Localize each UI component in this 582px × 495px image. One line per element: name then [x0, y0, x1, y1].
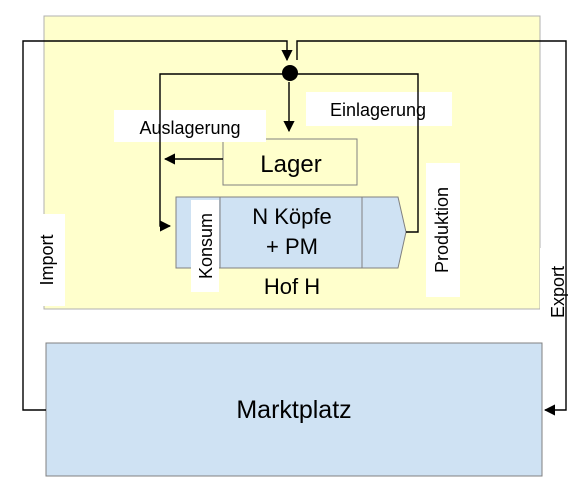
produktion-flow-line	[297, 73, 419, 233]
produktion-label-bg	[426, 163, 460, 297]
auslagerung-label: Auslagerung	[139, 118, 240, 138]
marktplatz-label: Marktplatz	[236, 396, 351, 424]
export-label-bg	[540, 248, 574, 336]
einlagerung-label: Einlagerung	[330, 100, 426, 120]
produktion-label: Produktion	[432, 187, 452, 273]
household-inner-box	[219, 196, 363, 269]
n-koepfe-label: N Köpfe	[252, 204, 332, 229]
import-label-bg	[29, 214, 65, 306]
export-label: Export	[548, 266, 568, 318]
export-flow-line	[296, 40, 567, 416]
lager-label: Lager	[260, 151, 321, 178]
import-label: Import	[37, 234, 57, 285]
hof-label: Hof H	[264, 274, 320, 299]
marktplatz-box	[45, 342, 543, 477]
auslagerung-label-bg	[114, 110, 266, 142]
konsum-flow-line	[159, 73, 289, 232]
einlagerung-label-bg	[306, 92, 452, 126]
import-flow-line	[22, 40, 293, 411]
production-arrow-block	[361, 196, 407, 269]
lager-box	[222, 138, 358, 186]
pm-label: + PM	[266, 234, 318, 259]
konsum-label: Konsum	[196, 213, 216, 279]
hub-node	[282, 65, 298, 81]
konsum-label-bg	[191, 200, 219, 292]
